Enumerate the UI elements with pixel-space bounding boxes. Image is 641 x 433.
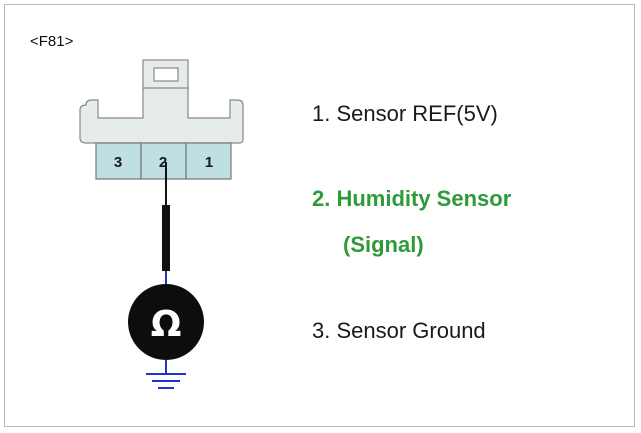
probe-wire [162, 162, 170, 286]
ohmmeter-icon: Ω [128, 284, 204, 360]
pin-number-3: 3 [114, 154, 122, 171]
connector-label: <F81> [30, 33, 74, 50]
connector-latch [142, 59, 189, 91]
pin-cell-1 [185, 142, 232, 180]
pin-number-1: 1 [205, 154, 213, 171]
legend-sensor-ref: 1. Sensor REF(5V) [312, 101, 498, 126]
diagram-frame [4, 4, 635, 427]
ground-icon [146, 360, 186, 389]
legend-humidity-sensor: 2. Humidity Sensor [312, 186, 512, 211]
legend-sensor-ground: 3. Sensor Ground [312, 318, 486, 343]
pin-number-2: 2 [159, 154, 167, 171]
connector-body [79, 87, 244, 144]
legend-humidity-signal: (Signal) [343, 232, 424, 257]
pin-cell-3 [95, 142, 142, 180]
connector-pins: 3 2 1 [95, 142, 232, 180]
ohm-symbol: Ω [151, 304, 182, 345]
pin-cell-2 [140, 142, 187, 180]
